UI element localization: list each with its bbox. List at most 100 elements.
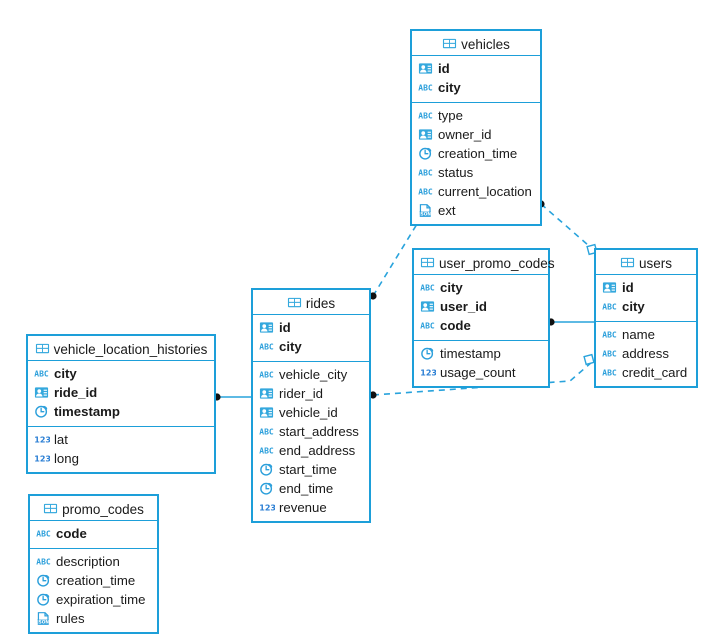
column-row-timestamp[interactable]: timestamp [414,344,548,363]
column-row-expiration_time[interactable]: expiration_time [30,590,157,609]
abc-icon: ABC [34,366,49,381]
edge-users-to-vehicles[interactable] [537,200,598,256]
table-title-user_promo_codes: user_promo_codes [414,250,555,275]
table-name-label: users [638,255,672,271]
column-label: description [56,554,120,569]
edge-user-promo-codes-to-users[interactable] [547,318,594,326]
abc-icon: ABC [602,346,617,361]
abc-icon: ABC [418,108,433,123]
column-label: user_id [440,299,487,314]
abc-icon: ABC [36,526,51,541]
column-label: long [54,451,79,466]
column-label: revenue [279,500,327,515]
column-label: name [622,327,655,342]
column-row-start_time[interactable]: start_time [253,460,369,479]
json-icon: JSON [36,611,51,626]
column-row-ride_id[interactable]: ride_id [28,383,214,402]
column-row-timestamp[interactable]: timestamp [28,402,214,421]
table-icon [43,501,58,516]
column-label: lat [54,432,68,447]
svg-text:ABC: ABC [418,188,433,197]
table-name-label: user_promo_codes [439,255,555,271]
column-row-description[interactable]: ABC description [30,552,157,571]
edge-vehicle-location-histories-to-rides[interactable] [213,393,251,401]
column-row-creation_time[interactable]: creation_time [412,144,540,163]
column-row-end_address[interactable]: ABC end_address [253,441,369,460]
column-label: timestamp [440,346,501,361]
abc-icon: ABC [259,367,274,382]
column-row-id[interactable]: id [412,59,540,78]
abc-icon: ABC [420,280,435,295]
column-row-end_time[interactable]: end_time [253,479,369,498]
svg-text:ABC: ABC [602,350,617,359]
column-row-creation_time[interactable]: creation_time [30,571,157,590]
column-label: end_address [279,443,356,458]
column-row-owner_id[interactable]: owner_id [412,125,540,144]
abc-icon: ABC [602,365,617,380]
column-label: id [279,320,291,335]
id-card-icon [418,127,433,142]
table-icon [442,36,457,51]
table-title-users: users [596,250,696,275]
svg-text:ABC: ABC [34,370,49,379]
id-card-icon [418,61,433,76]
column-row-type[interactable]: ABC type [412,106,540,125]
column-label: code [440,318,471,333]
123-icon: 123 [420,365,436,380]
column-row-vehicle_id[interactable]: vehicle_id [253,403,369,422]
column-row-city[interactable]: ABC city [414,278,548,297]
column-row-user_id[interactable]: user_id [414,297,548,316]
column-label: timestamp [54,404,120,419]
column-label: type [438,108,463,123]
column-row-id[interactable]: id [596,278,696,297]
column-row-id[interactable]: id [253,318,369,337]
column-section: ABC description creation_time expiration_ti… [30,549,157,632]
column-row-rider_id[interactable]: rider_id [253,384,369,403]
column-label: rider_id [279,386,323,401]
table-icon [620,255,635,270]
abc-icon: ABC [259,443,274,458]
table-icon [420,255,435,270]
column-label: creation_time [438,146,518,161]
column-label: start_time [279,462,337,477]
svg-text:JSON: JSON [418,211,431,217]
abc-icon: ABC [36,554,51,569]
svg-text:ABC: ABC [602,303,617,312]
column-label: expiration_time [56,592,146,607]
table-name-label: rides [305,295,336,311]
column-label: city [440,280,463,295]
column-label: status [438,165,474,180]
clock-icon [259,481,274,496]
id-card-icon [602,280,617,295]
